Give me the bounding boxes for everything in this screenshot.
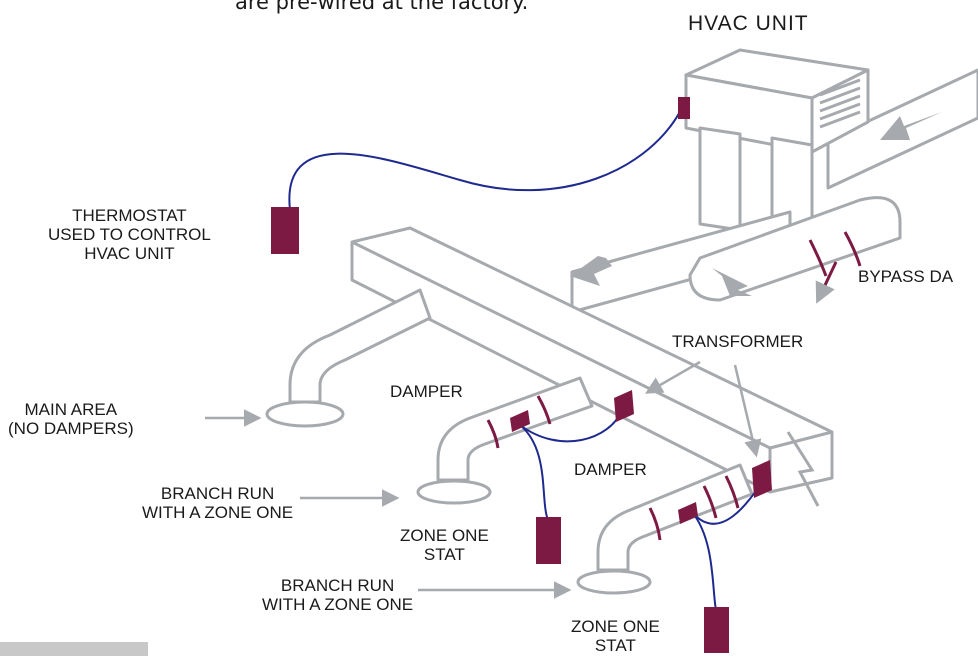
branch-1-damper-band-2 xyxy=(536,395,552,425)
damper-actuator-2 xyxy=(678,502,698,524)
branch-1-damper-band-1 xyxy=(486,419,500,449)
bypass-damper-band-2 xyxy=(843,231,862,267)
bypass-damper-label: BYPASS DA xyxy=(858,267,954,286)
hvac-control-box xyxy=(678,97,690,119)
branch-2-damper-band-3 xyxy=(724,475,740,509)
transformer-label: TRANSFORMER xyxy=(672,332,804,351)
hvac-unit-title: HVAC UNIT xyxy=(688,12,809,35)
flow-arrow-return xyxy=(880,112,942,140)
wire-zone-stat-2 xyxy=(691,511,717,611)
transformer-1 xyxy=(614,390,634,422)
bypass-damper-actuator-arrow xyxy=(815,261,838,304)
flow-arrow-bypass xyxy=(712,268,752,296)
bypass-damper-band-1 xyxy=(808,239,828,277)
zone-stat-1 xyxy=(536,517,561,564)
zone-stat-2 xyxy=(704,607,729,653)
thermostat-label: THERMOSTAT USED TO CONTROL HVAC UNIT xyxy=(48,206,211,263)
transformer-2 xyxy=(752,460,772,498)
zone-stat-label-2: ZONE ONE STAT xyxy=(571,617,660,655)
zone-stat-label-1: ZONE ONE STAT xyxy=(400,526,489,564)
branch-run-label-2: BRANCH RUN WITH A ZONE ONE xyxy=(262,576,414,614)
wire-thermostat xyxy=(288,107,683,211)
damper-label-top: DAMPER xyxy=(390,382,463,401)
wire-zone-stat-1 xyxy=(519,424,549,521)
caption-text: are pre-wired at the factory. xyxy=(235,0,529,14)
branch-2-damper-band-1 xyxy=(648,507,662,541)
leader-transformer-2 xyxy=(733,364,762,458)
branch-run-label-1: BRANCH RUN WITH A ZONE ONE xyxy=(142,484,294,522)
lightning-symbol xyxy=(786,431,820,507)
flow-arrow-supply xyxy=(570,256,612,286)
leader-transformer-1 xyxy=(644,360,701,394)
damper-label-bottom: DAMPER xyxy=(574,460,647,479)
branch-two-duct xyxy=(596,463,754,572)
gray-bar xyxy=(0,642,148,656)
thermostat-main xyxy=(271,207,299,254)
bypass-duct xyxy=(688,196,902,302)
damper-actuator-1 xyxy=(510,410,530,432)
main-area-label: MAIN AREA (NO DAMPERS) xyxy=(8,400,134,438)
hvac-unit xyxy=(684,48,870,237)
branch-2-damper-band-2 xyxy=(702,485,718,519)
